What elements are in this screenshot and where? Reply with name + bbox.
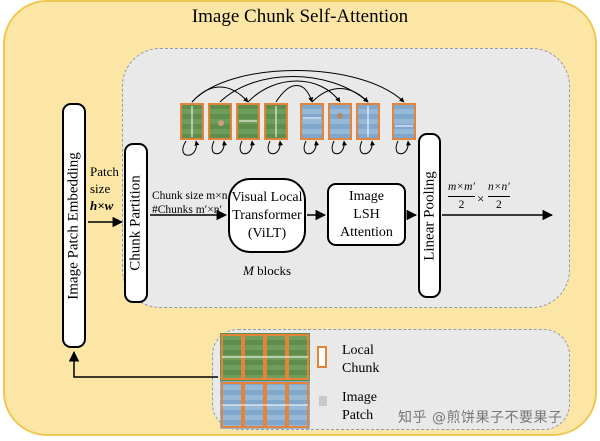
lsh-line-2: LSH xyxy=(353,206,380,222)
vilt-line-3: (ViLT) xyxy=(247,225,287,241)
chunk-size-text: Chunk size m×n xyxy=(152,190,228,202)
repeated-block-region xyxy=(122,48,570,308)
legend-patch-line-1: Image xyxy=(342,390,377,405)
m-blocks-variable: M xyxy=(243,263,254,278)
patch-size-line-2: size xyxy=(90,181,111,196)
legend-local-chunk: Local Chunk xyxy=(342,342,379,378)
lsh-line-1: Image xyxy=(349,188,384,204)
vilt-line-2: Transformer xyxy=(232,207,302,223)
image-patch-swatch xyxy=(319,396,327,406)
fraction-2-denominator: 2 xyxy=(496,199,502,211)
legend-image-patch: Image Patch xyxy=(342,389,377,425)
watermark-text: 知乎 @煎饼果子不要果子 xyxy=(398,410,563,426)
diagram-title: Image Chunk Self-Attention xyxy=(191,6,409,27)
embedding-label: Image Patch Embedding xyxy=(65,151,82,300)
legend-patch-line-2: Patch xyxy=(342,408,374,423)
output-fraction-1: m×m′ 2 xyxy=(448,181,475,212)
lsh-attention-block: Image LSH Attention xyxy=(327,183,406,246)
attention-arcs-bottom xyxy=(182,140,412,156)
patch-size-line-3: h×w xyxy=(90,198,114,213)
vilt-line-1: Visual Local xyxy=(231,189,303,205)
chunk-info-annotation: Chunk size m×n #Chunks m′×n′ xyxy=(152,189,227,217)
local-chunk-swatch xyxy=(317,346,327,368)
partition-label: Chunk Partition xyxy=(127,175,144,271)
m-blocks-label: M blocks xyxy=(243,263,291,279)
output-times-sign: × xyxy=(477,191,485,206)
attention-arcs-top xyxy=(191,70,405,103)
patch-size-line-1: Patch xyxy=(90,164,119,179)
image-patch-embedding-block: Image Patch Embedding xyxy=(62,103,86,348)
fraction-1-denominator: 2 xyxy=(458,199,465,211)
arrow-input-image-to-embedding xyxy=(68,350,218,378)
fraction-2-numerator: n×n′ xyxy=(488,181,510,193)
lsh-line-3: Attention xyxy=(340,224,393,240)
input-image-grid xyxy=(220,333,310,429)
vilt-block: Visual Local Transformer (ViLT) xyxy=(228,178,306,253)
m-blocks-text: blocks xyxy=(253,263,292,278)
pooling-label: Linear Pooling xyxy=(421,170,437,261)
chunk-thumbnails xyxy=(180,103,416,140)
legend-local-line-2: Chunk xyxy=(342,361,380,376)
chunk-partition-block: Chunk Partition xyxy=(124,143,148,303)
fraction-1-numerator: m×m′ xyxy=(448,181,475,193)
num-chunks-text: #Chunks m′×n′ xyxy=(152,204,222,216)
output-fraction-2: n×n′ 2 xyxy=(488,181,510,212)
linear-pooling-block: Linear Pooling xyxy=(418,133,441,298)
legend-local-line-1: Local xyxy=(342,343,374,358)
patch-size-annotation: Patch size h×w xyxy=(90,163,119,214)
